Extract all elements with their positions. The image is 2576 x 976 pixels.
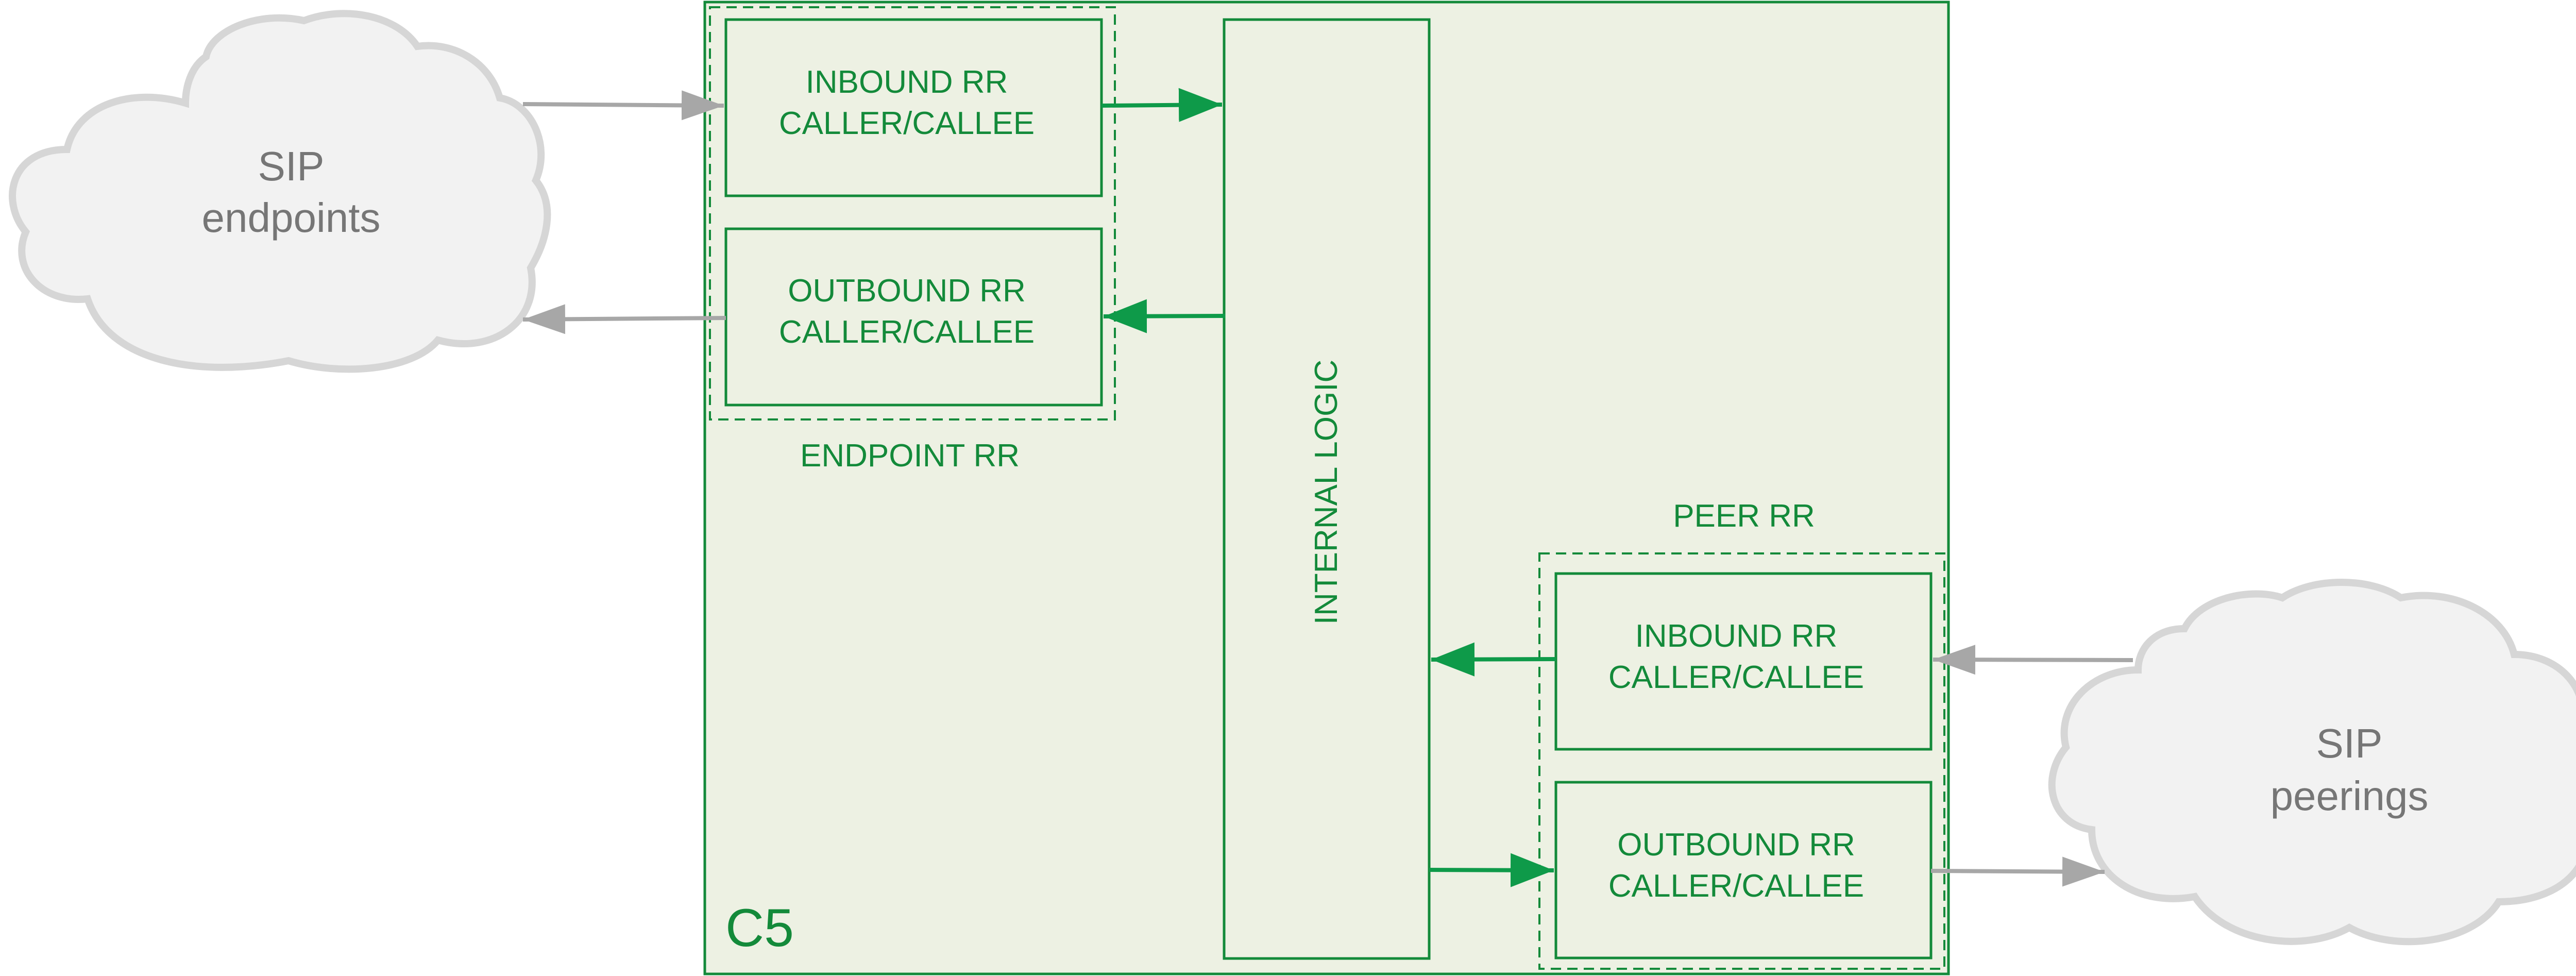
sip-endpoints-cloud: SIP endpoints [9, 10, 551, 373]
endpoint-outbound-rr-box [724, 227, 1103, 407]
peer-rr-group [1538, 552, 1945, 970]
endpoint-inbound-line1: INBOUND RR [806, 64, 1008, 100]
cloud-icon [2048, 579, 2576, 946]
sip-peerings-line1: SIP [2316, 720, 2383, 766]
c5-system-panel [703, 1, 1950, 975]
peer-inbound-rr-box [1554, 572, 1933, 751]
sip-endpoints-line1: SIP [258, 143, 325, 189]
endpoints-to-inbound-arrow [522, 90, 724, 121]
endpoint-outbound-line1: OUTBOUND RR [788, 273, 1026, 309]
endpoint-rr-group [709, 6, 1116, 420]
sip-peerings-line2: peerings [2270, 773, 2429, 819]
peer-outbound-line1: OUTBOUND RR [1617, 827, 1855, 863]
internal-logic-box [1223, 18, 1431, 960]
outbound-to-peerings-arrow [1930, 856, 2105, 887]
cloud-icon [9, 10, 551, 373]
outbound-to-endpoints-arrow [522, 304, 726, 334]
peer-inbound-to-logic-arrow [1431, 642, 1556, 677]
endpoint-inbound-rr-box [724, 18, 1103, 197]
sip-peerings-cloud: SIP peerings [2048, 579, 2576, 946]
peer-rr-label: PEER RR [1673, 498, 1815, 534]
peer-outbound-rr-box [1554, 781, 1933, 960]
endpoint-rr-label: ENDPOINT RR [800, 438, 1020, 474]
c5-label: C5 [725, 898, 794, 958]
endpoint-inbound-line2: CALLER/CALLEE [779, 106, 1035, 141]
peer-inbound-line1: INBOUND RR [1635, 618, 1838, 654]
peer-inbound-line2: CALLER/CALLEE [1608, 660, 1864, 695]
internal-logic-label: INTERNAL LOGIC [1309, 360, 1344, 625]
endpoint-inbound-to-logic-arrow [1101, 88, 1223, 122]
sip-endpoints-line2: endpoints [202, 195, 381, 241]
peer-outbound-line2: CALLER/CALLEE [1608, 868, 1864, 904]
endpoint-outbound-line2: CALLER/CALLEE [779, 314, 1035, 350]
